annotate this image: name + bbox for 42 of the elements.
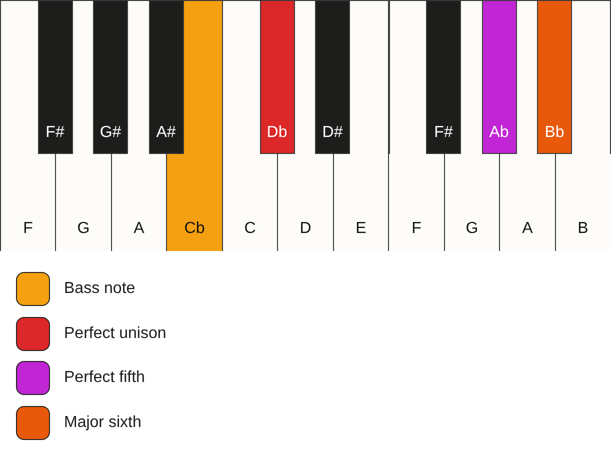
key-label: Bb [544,124,564,142]
piano-key [537,0,572,154]
piano-key [554,154,611,250]
piano-key [0,154,56,250]
legend-label: Perfect fifth [64,369,145,387]
piano-key [166,154,223,250]
key-label: F# [434,124,453,142]
piano-key [388,154,445,250]
piano-key [38,0,72,154]
piano-key [93,0,128,154]
key-label: F [412,220,422,238]
piano-key [148,0,184,154]
piano-key [260,0,294,154]
key-label: G# [100,124,122,142]
legend-label: Bass note [64,280,136,298]
key-label: A# [156,124,176,142]
key-label: Ab [489,124,509,142]
key-label: B [578,220,588,238]
key-label: D [300,220,312,238]
key-label: D# [322,124,343,142]
legend-label: Perfect unison [64,324,166,342]
key-label: G [466,220,478,238]
piano-key [499,154,556,250]
key-label: C [244,220,256,238]
key-label: Db [266,124,288,142]
piano-key [222,154,278,250]
piano-key [426,0,461,154]
key-label: G [77,220,90,238]
piano-key [277,154,334,250]
key-label: F# [46,124,64,142]
piano-key [110,154,168,250]
key-label: F [23,220,33,238]
piano-key [482,0,516,154]
legend-label: Major sixth [64,414,142,432]
key-label: Cb [184,220,205,238]
key-label: A [134,220,144,238]
key-label: A [522,220,533,238]
piano-key [315,0,350,154]
piano-key [332,154,390,250]
key-label: E [356,220,366,238]
piano-key [55,154,112,250]
piano-key [444,154,500,250]
